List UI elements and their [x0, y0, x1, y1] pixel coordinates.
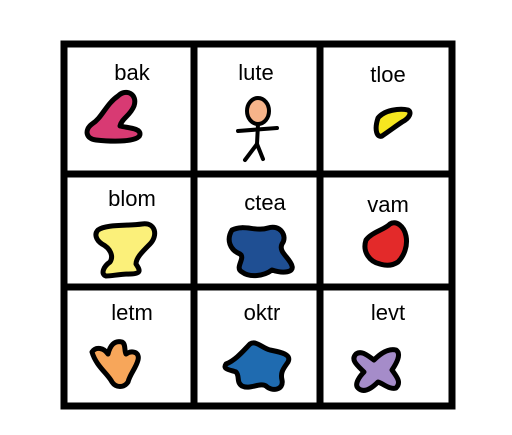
grid-cell[interactable]: blom	[93, 186, 158, 279]
blue-star-blob	[222, 340, 292, 392]
grid-cell[interactable]: tloe	[370, 62, 413, 139]
stick-figure-person	[236, 96, 279, 162]
cell-label: bak	[114, 60, 150, 85]
cell-label: oktr	[244, 300, 281, 325]
grid-cell[interactable]: ctea	[226, 190, 295, 279]
cell-label: blom	[108, 186, 156, 211]
cell-label: letm	[111, 300, 153, 325]
red-blob	[362, 220, 409, 268]
grid-cell[interactable]: vam	[362, 192, 409, 268]
cell-label: ctea	[244, 190, 286, 215]
purple-x-blob	[351, 347, 401, 393]
yellow-lemon-blob	[373, 106, 413, 139]
cell-label: tloe	[370, 62, 405, 87]
grid-cell[interactable]: lute	[236, 60, 279, 162]
grid-cell[interactable]: bak	[84, 60, 151, 144]
pale-yellow-cup-blob	[93, 221, 158, 279]
orange-hand-blob	[89, 339, 141, 389]
grid-cell[interactable]: oktr	[222, 300, 292, 392]
pink-boot-blob	[84, 89, 143, 144]
cell-label: vam	[367, 192, 409, 217]
grid-cell[interactable]: letm	[89, 300, 153, 389]
dark-blue-blob	[226, 224, 295, 279]
grid-cell[interactable]: levt	[351, 300, 405, 393]
cell-label: levt	[371, 300, 405, 325]
cell-label: lute	[238, 60, 273, 85]
